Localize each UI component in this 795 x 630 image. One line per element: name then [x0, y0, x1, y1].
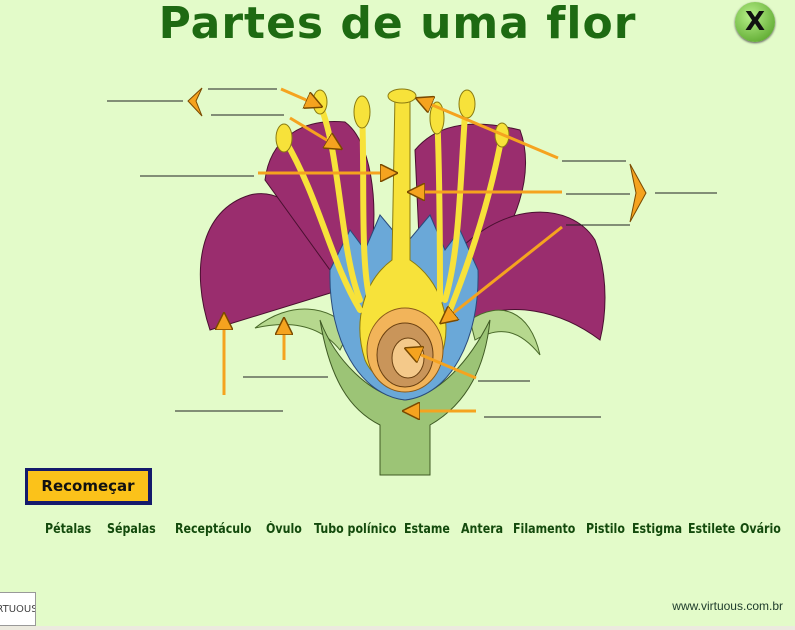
stamens	[282, 97, 505, 313]
anthers	[275, 88, 510, 153]
word-ovulo[interactable]: Óvulo	[266, 522, 302, 537]
word-estame[interactable]: Estame	[404, 522, 450, 537]
word-petalas[interactable]: Pétalas	[45, 522, 92, 537]
pointer-arrows	[224, 87, 563, 411]
bracket-right-icon	[629, 163, 647, 223]
arrow	[280, 87, 320, 106]
word-antera[interactable]: Antera	[461, 522, 504, 537]
petal-right	[449, 211, 606, 341]
close-button[interactable]: X	[735, 2, 775, 42]
word-ovario[interactable]: Ovário	[740, 522, 781, 537]
bracket-left-icon	[187, 87, 203, 117]
arrow	[407, 349, 477, 380]
arrow	[418, 99, 559, 160]
arrow	[289, 116, 340, 148]
page-title: Partes de uma flor	[158, 0, 637, 49]
restart-button[interactable]: Recomeçar	[25, 468, 152, 505]
word-tubo-polinico[interactable]: Tubo polínico	[314, 522, 397, 537]
virtuous-logo[interactable]: RTUOUS	[0, 592, 36, 626]
word-pistilo[interactable]: Pistilo	[586, 522, 625, 537]
flower-illustration	[199, 88, 606, 476]
word-receptaculo[interactable]: Receptáculo	[175, 522, 252, 537]
bottom-bar	[0, 626, 795, 630]
word-sepalas[interactable]: Sépalas	[107, 522, 156, 537]
site-url: www.virtuous.com.br	[672, 599, 783, 613]
word-estigma[interactable]: Estigma	[632, 522, 683, 537]
sepal-right	[469, 309, 541, 356]
label-blanks	[107, 88, 717, 418]
arrow	[442, 225, 563, 322]
word-estilete[interactable]: Estilete	[688, 522, 736, 537]
word-filamento[interactable]: Filamento	[513, 522, 576, 537]
